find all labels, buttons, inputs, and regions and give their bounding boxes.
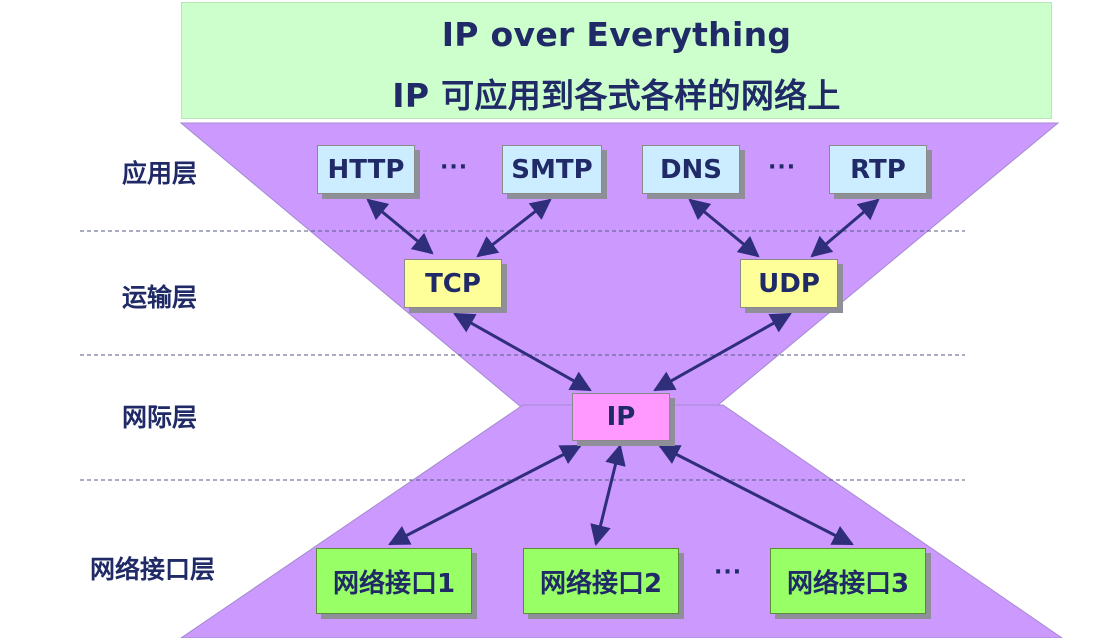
interface-box-3: 网络接口3	[770, 548, 926, 614]
protocol-box-ip: IP	[572, 393, 670, 441]
protocol-box-http: HTTP	[317, 145, 415, 194]
arrow-tcp-ip	[453, 312, 592, 392]
arrow-ip-if2	[590, 443, 626, 547]
protocol-box-udp: UDP	[740, 259, 838, 308]
title-banner: IP over Everything IP 可应用到各式各样的网络上	[181, 2, 1052, 119]
arrow-ip-if1	[388, 444, 582, 546]
arrow-ip-if3	[658, 444, 854, 546]
app-ellipsis-right: ···	[768, 155, 797, 180]
layer-label-internet: 网际层	[122, 403, 198, 432]
protocol-box-tcp: TCP	[404, 259, 502, 308]
banner-subtitle: IP 可应用到各式各样的网络上	[392, 76, 841, 115]
arrow-smtp-tcp	[476, 198, 552, 258]
layer-label-network-interface: 网络接口层	[90, 555, 216, 584]
banner-title: IP over Everything	[441, 15, 792, 54]
layer-label-application: 应用层	[122, 159, 198, 188]
app-ellipsis-left: ···	[440, 155, 469, 180]
interface-box-2: 网络接口2	[523, 548, 679, 614]
interface-box-1: 网络接口1	[316, 548, 472, 614]
arrow-rtp-udp	[810, 198, 880, 258]
interface-ellipsis: ···	[714, 560, 743, 585]
arrow-udp-ip	[653, 312, 792, 392]
protocol-box-dns: DNS	[642, 145, 740, 194]
arrow-http-tcp	[366, 198, 434, 255]
layer-label-transport: 运输层	[122, 283, 198, 312]
protocol-box-smtp: SMTP	[502, 145, 602, 194]
arrow-dns-udp	[688, 198, 760, 258]
protocol-box-rtp: RTP	[829, 145, 927, 194]
